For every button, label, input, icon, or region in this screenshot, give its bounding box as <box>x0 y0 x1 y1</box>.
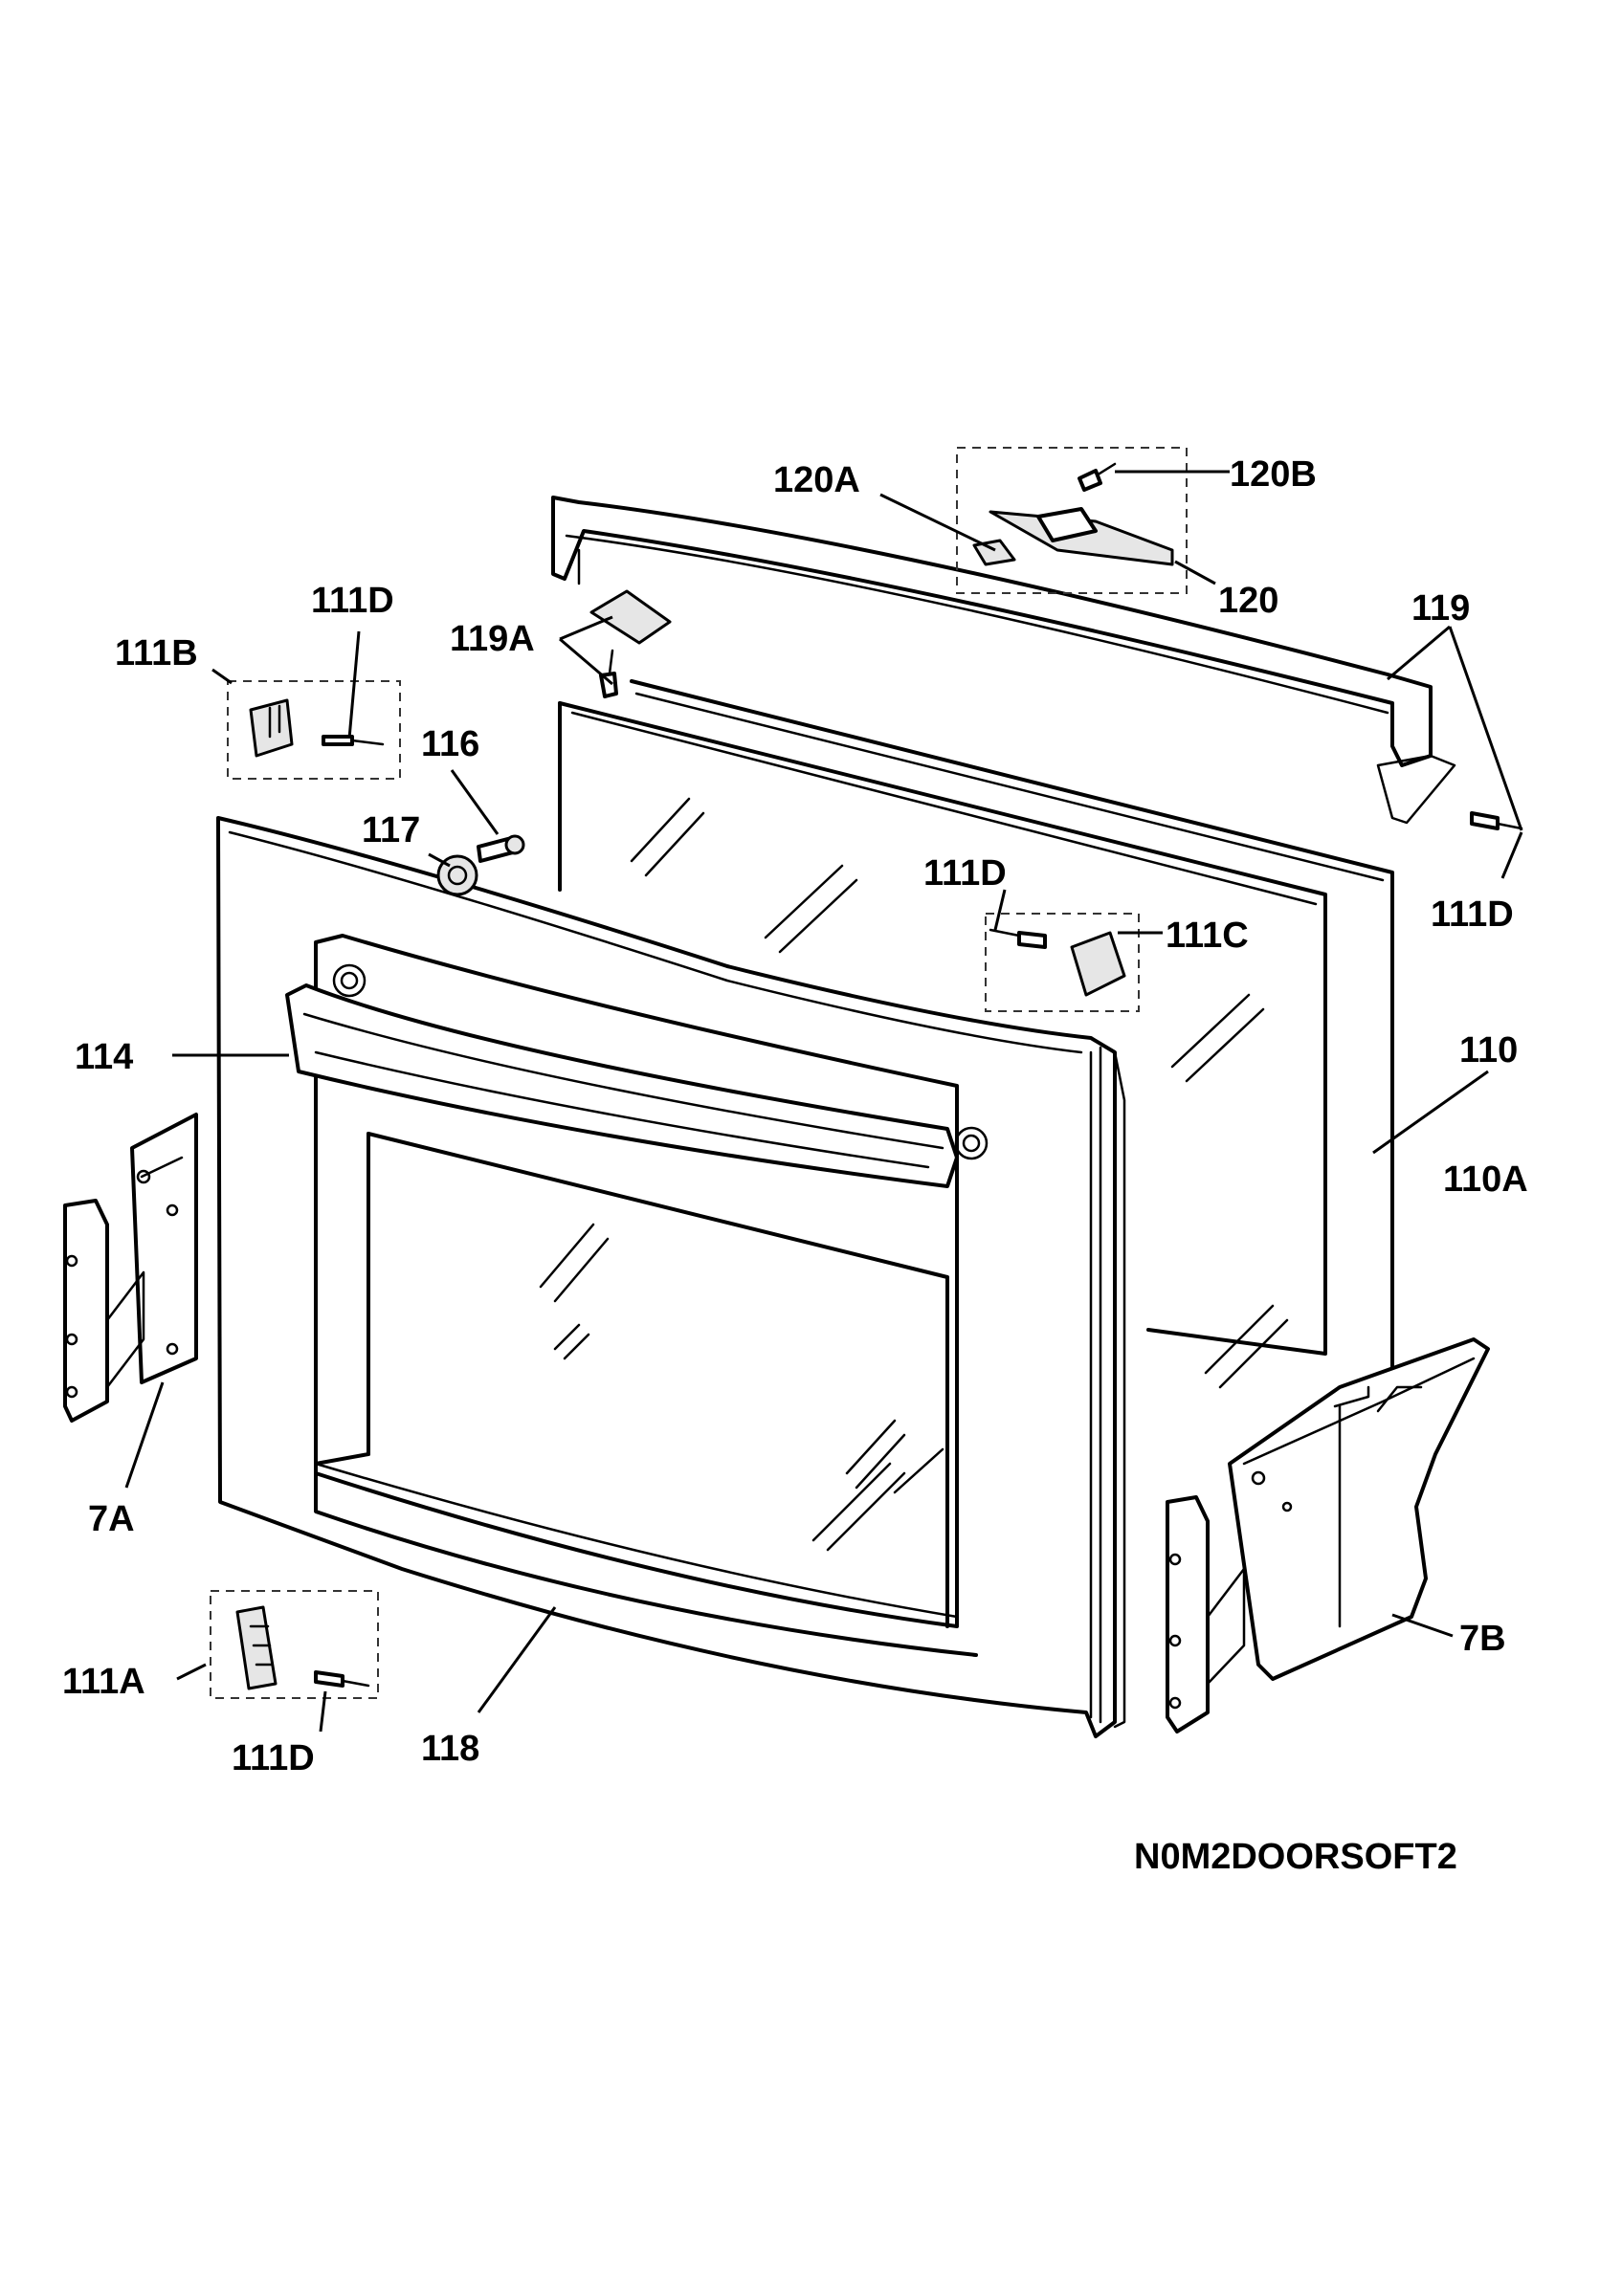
hinge-7a <box>63 1113 198 1423</box>
hinge-plate-120 <box>972 462 1174 566</box>
label-111d-top: 111D <box>311 581 394 621</box>
label-7b: 7B <box>1459 1619 1506 1659</box>
outer-door-panel <box>216 816 1126 1738</box>
group-box-111c <box>985 913 1140 1012</box>
group-box-111b <box>227 680 401 780</box>
label-111c: 111C <box>1166 916 1249 956</box>
label-110: 110 <box>1459 1030 1518 1071</box>
part-111b <box>249 698 385 758</box>
callout-labels: 120A 120B 120 119 119A 111D 111B 116 117… <box>62 454 1528 1877</box>
group-box-111a <box>210 1590 379 1699</box>
label-7a: 7A <box>88 1499 135 1539</box>
label-114: 114 <box>75 1037 133 1077</box>
screw-116 <box>477 834 525 863</box>
label-111d-mid: 111D <box>923 853 1007 894</box>
label-120a: 120A <box>773 460 860 500</box>
label-119: 119 <box>1411 588 1470 629</box>
label-111d-right: 111D <box>1431 894 1514 935</box>
label-116: 116 <box>421 724 479 764</box>
label-118: 118 <box>421 1729 479 1769</box>
door-handle <box>285 983 959 1188</box>
label-111a: 111A <box>62 1662 145 1702</box>
inner-glass-pane-front <box>539 701 1327 1389</box>
label-119a: 119A <box>450 619 535 659</box>
leader-lines <box>124 470 1523 1733</box>
label-111b: 111B <box>115 633 198 673</box>
label-120: 120 <box>1218 581 1278 621</box>
drawing-code: N0M2DOORSOFT2 <box>1134 1837 1457 1877</box>
label-111d-bottom: 111D <box>232 1738 315 1778</box>
part-111a <box>235 1605 370 1690</box>
pin-119-right <box>1470 811 1523 830</box>
inner-glass-pane-rear <box>630 679 1394 1375</box>
group-box-120 <box>956 447 1188 594</box>
label-110a: 110A <box>1443 1159 1528 1200</box>
label-117: 117 <box>362 810 420 850</box>
part-111c <box>989 928 1126 997</box>
door-top-trim <box>551 496 1456 825</box>
hinge-7b <box>1166 1337 1490 1733</box>
label-120b: 120B <box>1230 454 1317 495</box>
